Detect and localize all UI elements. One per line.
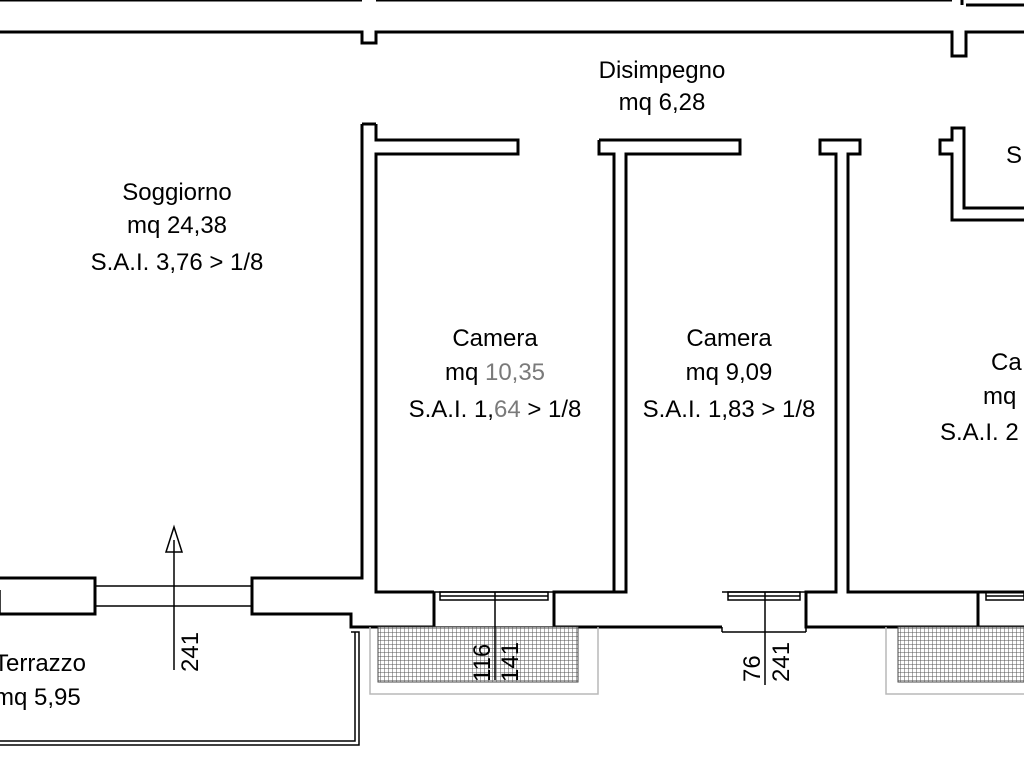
bagno-name: S	[1006, 142, 1022, 169]
wall-bagno	[938, 126, 1024, 222]
label-camera1: Camera mq 10,35 S.A.I. 1,64 > 1/8	[409, 325, 582, 423]
soggiorno-window	[0, 576, 252, 616]
camera2-sai: S.A.I. 1,83 > 1/8	[643, 396, 816, 423]
outer-wall-top	[0, 0, 1024, 58]
soggiorno-area: mq 24,38	[127, 212, 227, 239]
camera1-window	[434, 591, 554, 628]
terrazzo-area: mq 5,95	[0, 684, 81, 711]
camera1-sai: S.A.I. 1,64 > 1/8	[409, 396, 582, 423]
disimpegno-area: mq 6,28	[619, 89, 706, 116]
camera3-sai: S.A.I. 2	[940, 419, 1019, 446]
dimension-camera2-bottom: 241	[768, 642, 795, 682]
wall-camera1-camera2	[552, 138, 742, 629]
balcony-camera3	[885, 626, 1024, 695]
soggiorno-sai: S.A.I. 3,76 > 1/8	[91, 249, 264, 276]
label-bagno: S	[1006, 142, 1022, 169]
label-camera2: Camera mq 9,09 S.A.I. 1,83 > 1/8	[643, 325, 816, 423]
label-soggiorno: Soggiorno mq 24,38 S.A.I. 3,76 > 1/8	[91, 179, 264, 276]
label-camera3: Ca mq S.A.I. 2	[940, 349, 1022, 446]
camera1-area: mq 10,35	[445, 359, 545, 386]
camera1-name: Camera	[452, 325, 538, 352]
dimension-camera2-top: 76	[739, 655, 766, 682]
terrazzo-name: Terrazzo	[0, 650, 86, 677]
label-terrazzo: Terrazzo mq 5,95	[0, 650, 86, 711]
label-disimpegno: Disimpegno mq 6,28	[599, 57, 726, 116]
camera2-area: mq 9,09	[686, 359, 773, 386]
dimension-camera1-top: 116	[469, 644, 496, 682]
dimension-lines	[164, 524, 766, 685]
camera3-name: Ca	[991, 349, 1022, 376]
terrazzo-railing	[0, 631, 360, 746]
dimension-soggiorno-window: 241	[177, 632, 204, 672]
camera3-area: mq	[983, 383, 1016, 410]
balcony-camera1	[369, 626, 599, 695]
dimension-camera1-bottom: 141	[497, 642, 524, 682]
disimpegno-name: Disimpegno	[599, 57, 726, 84]
camera2-name: Camera	[686, 325, 772, 352]
camera3-window	[985, 591, 1024, 601]
soggiorno-name: Soggiorno	[122, 179, 231, 206]
camera2-window	[721, 591, 807, 633]
